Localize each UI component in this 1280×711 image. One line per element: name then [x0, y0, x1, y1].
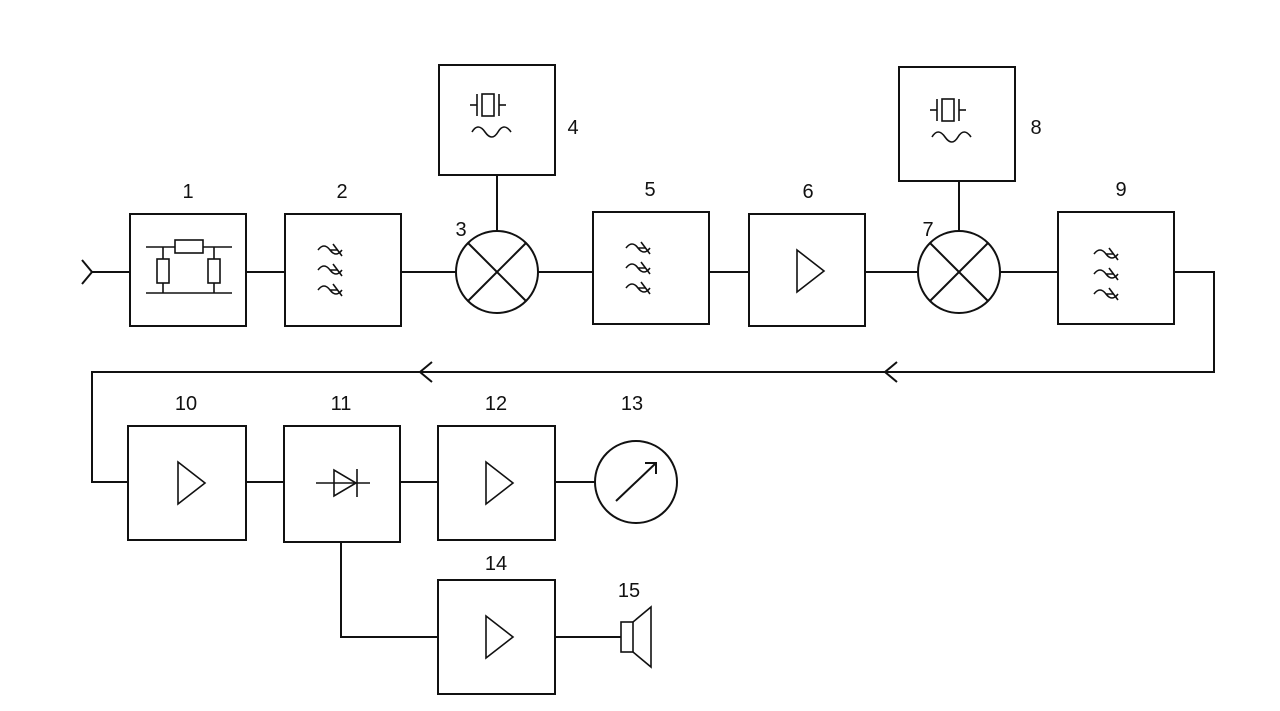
wire-9-10 [91, 271, 1215, 483]
mixer-icon [467, 242, 527, 302]
block-label: 2 [336, 181, 347, 203]
block-label: 12 [485, 393, 507, 415]
speaker-icon [620, 605, 652, 669]
block-label: 14 [485, 553, 507, 575]
block-label: 9 [1115, 179, 1126, 201]
amplifier-icon [177, 460, 207, 506]
block-label: 3 [455, 219, 466, 241]
block-1: 1 [129, 181, 247, 327]
block-2: 2 [284, 181, 402, 327]
filter-icon [625, 241, 651, 295]
block-5: 5 [592, 179, 710, 325]
filter-icon [1093, 247, 1119, 301]
block-11: 11 [283, 393, 401, 543]
filter-icon [317, 243, 343, 297]
block-13: 13 [594, 393, 678, 524]
block-label: 13 [621, 393, 643, 415]
block-label: 15 [618, 580, 640, 602]
mixer-icon [929, 242, 989, 302]
wire-11-14 [340, 542, 438, 638]
amplifier-icon [485, 460, 515, 506]
flow-arrow [883, 361, 898, 383]
diode-detector-icon [316, 468, 370, 498]
block-4: 4 [438, 64, 579, 176]
block-label: 11 [331, 393, 352, 415]
input-terminal [81, 259, 130, 285]
block-label: 6 [802, 181, 813, 203]
attenuator-icon [146, 239, 232, 294]
wires [81, 175, 1215, 638]
block-label: 8 [1030, 117, 1041, 139]
crystal-oscillator-icon [930, 98, 972, 143]
meter-icon [615, 462, 657, 502]
block-3: 3 [455, 219, 539, 314]
block-8: 8 [898, 66, 1042, 182]
block-7: 7 [917, 219, 1001, 314]
block-label: 10 [175, 393, 197, 415]
block-label: 7 [922, 219, 933, 241]
crystal-oscillator-icon [470, 93, 512, 138]
block-label: 5 [644, 179, 655, 201]
block-10: 10 [127, 393, 247, 541]
amplifier-icon [485, 614, 515, 660]
flow-arrow [418, 361, 433, 383]
block-12: 12 [437, 393, 556, 541]
block-6: 6 [748, 181, 866, 327]
block-15: 15 [618, 580, 652, 669]
block-label: 4 [567, 117, 578, 139]
block-label: 1 [182, 181, 193, 203]
block-9: 9 [1057, 179, 1175, 325]
amplifier-icon [796, 248, 826, 294]
block-14: 14 [437, 553, 556, 695]
